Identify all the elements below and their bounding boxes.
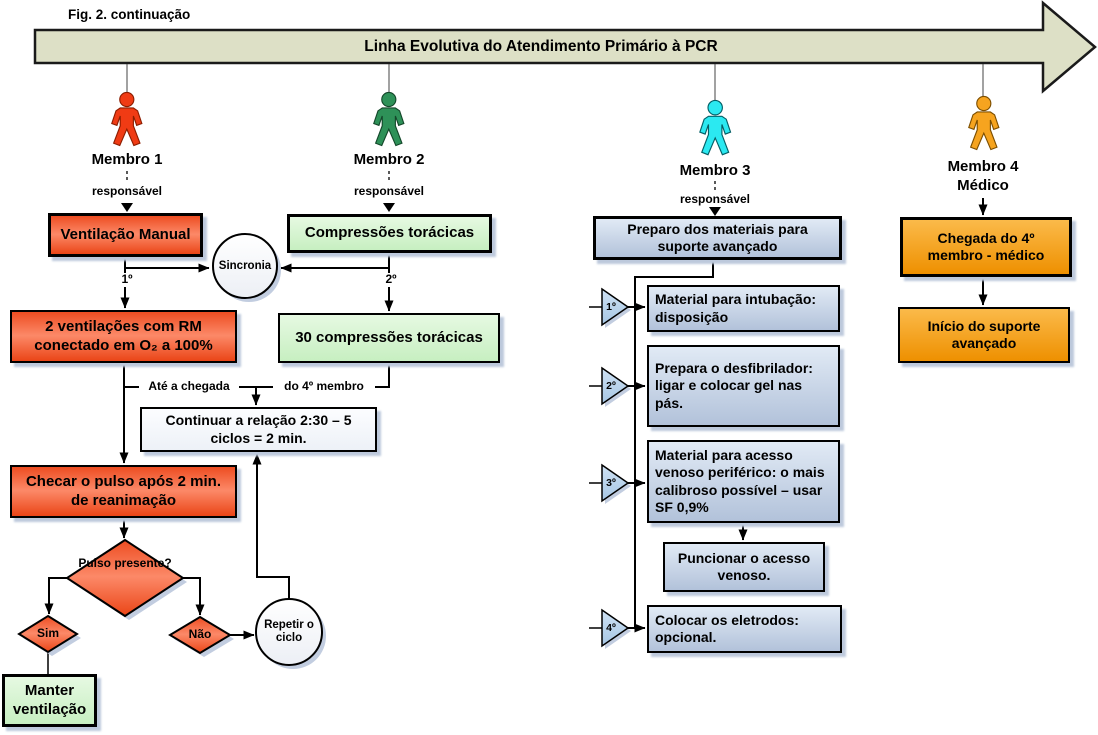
checar-pulso-box: Checar o pulso após 2 min. de reanimação — [10, 465, 237, 518]
triangle-1 — [601, 287, 630, 327]
duas-ventilacoes-box: 2 ventilações com RM conectado em O₂ a 1… — [10, 310, 237, 363]
nao-label: Não — [188, 627, 212, 641]
do-4-membro-label: do 4º membro — [273, 379, 375, 394]
triangle-2 — [601, 366, 630, 406]
pulso-presente-diamond — [65, 538, 185, 618]
member1-role: responsável — [91, 184, 163, 198]
person-icon-member1 — [111, 91, 143, 147]
sincronia-label: Sincronia — [218, 260, 272, 272]
member4-subtitle: Médico — [957, 177, 1009, 194]
acesso-venoso-box: Material para acesso venoso periférico: … — [647, 440, 840, 523]
triangle-4-label: 4º — [606, 622, 616, 634]
repetir-ciclo-label: Repetir o ciclo — [264, 619, 314, 645]
triangle-2-label: 2º — [606, 380, 616, 392]
responsavel-dashes — [126, 171, 716, 192]
ventilacao-manual-box: Ventilação Manual — [48, 213, 203, 257]
member3-name: Membro 3 — [679, 162, 751, 179]
triangle-4 — [601, 608, 630, 648]
triangle-3-label: 3º — [606, 477, 616, 489]
pulso-presente-label: Pulso presente? — [78, 556, 172, 570]
member2-role: responsável — [353, 184, 425, 198]
member4-name: Membro 4 — [947, 158, 1019, 175]
banner-title: Linha Evolutiva do Atendimento Primário … — [364, 37, 718, 55]
nao-diamond — [168, 615, 232, 655]
manter-ventilacao-box: Manter ventilação — [2, 674, 97, 727]
material-intubacao-box: Material para intubação: disposição — [647, 285, 840, 332]
responsavel-arrowheads — [121, 203, 721, 216]
banner-threads — [126, 64, 984, 101]
person-icon-member3 — [699, 99, 732, 156]
ordem-1-label: 1º — [110, 272, 144, 287]
sincronia-circle — [212, 233, 278, 299]
puncionar-box: Puncionar o acesso venoso. — [663, 542, 825, 592]
chegada-box: Chegada do 4º membro - médico — [900, 217, 1072, 277]
compressoes-box: Compressões torácicas — [287, 214, 492, 253]
timeline-banner-arrow — [33, 0, 1097, 94]
sim-diamond — [17, 614, 79, 654]
preparo-materiais-box: Preparo dos materiais para suporte avanç… — [593, 216, 842, 260]
person-icon-member4 — [968, 95, 1000, 151]
eletrodos-box: Colocar os eletrodos: opcional. — [647, 605, 842, 653]
inicio-suporte-box: Início do suporte avançado — [898, 307, 1070, 363]
ordinal-triangles — [601, 287, 630, 648]
figure-caption: Fig. 2. continuação — [68, 7, 191, 22]
ate-a-chegada-label: Até a chegada — [139, 379, 239, 394]
member2-name: Membro 2 — [353, 151, 425, 168]
continuar-relacao-box: Continuar a relação 2:30 – 5 ciclos = 2 … — [140, 407, 377, 452]
triangle-3 — [601, 463, 630, 503]
triangle-1-label: 1º — [606, 301, 616, 313]
ordem-2-label: 2º — [374, 272, 408, 287]
person-icon-member2 — [373, 91, 405, 147]
member1-name: Membro 1 — [91, 151, 163, 168]
desfibrilador-box: Prepara o desfibrilador: ligar e colocar… — [647, 345, 840, 427]
sim-label: Sim — [36, 626, 59, 640]
member3-role: responsável — [679, 192, 751, 206]
trinta-compressoes-box: 30 compressões torácicas — [278, 313, 500, 363]
repetir-ciclo-circle — [255, 598, 323, 666]
